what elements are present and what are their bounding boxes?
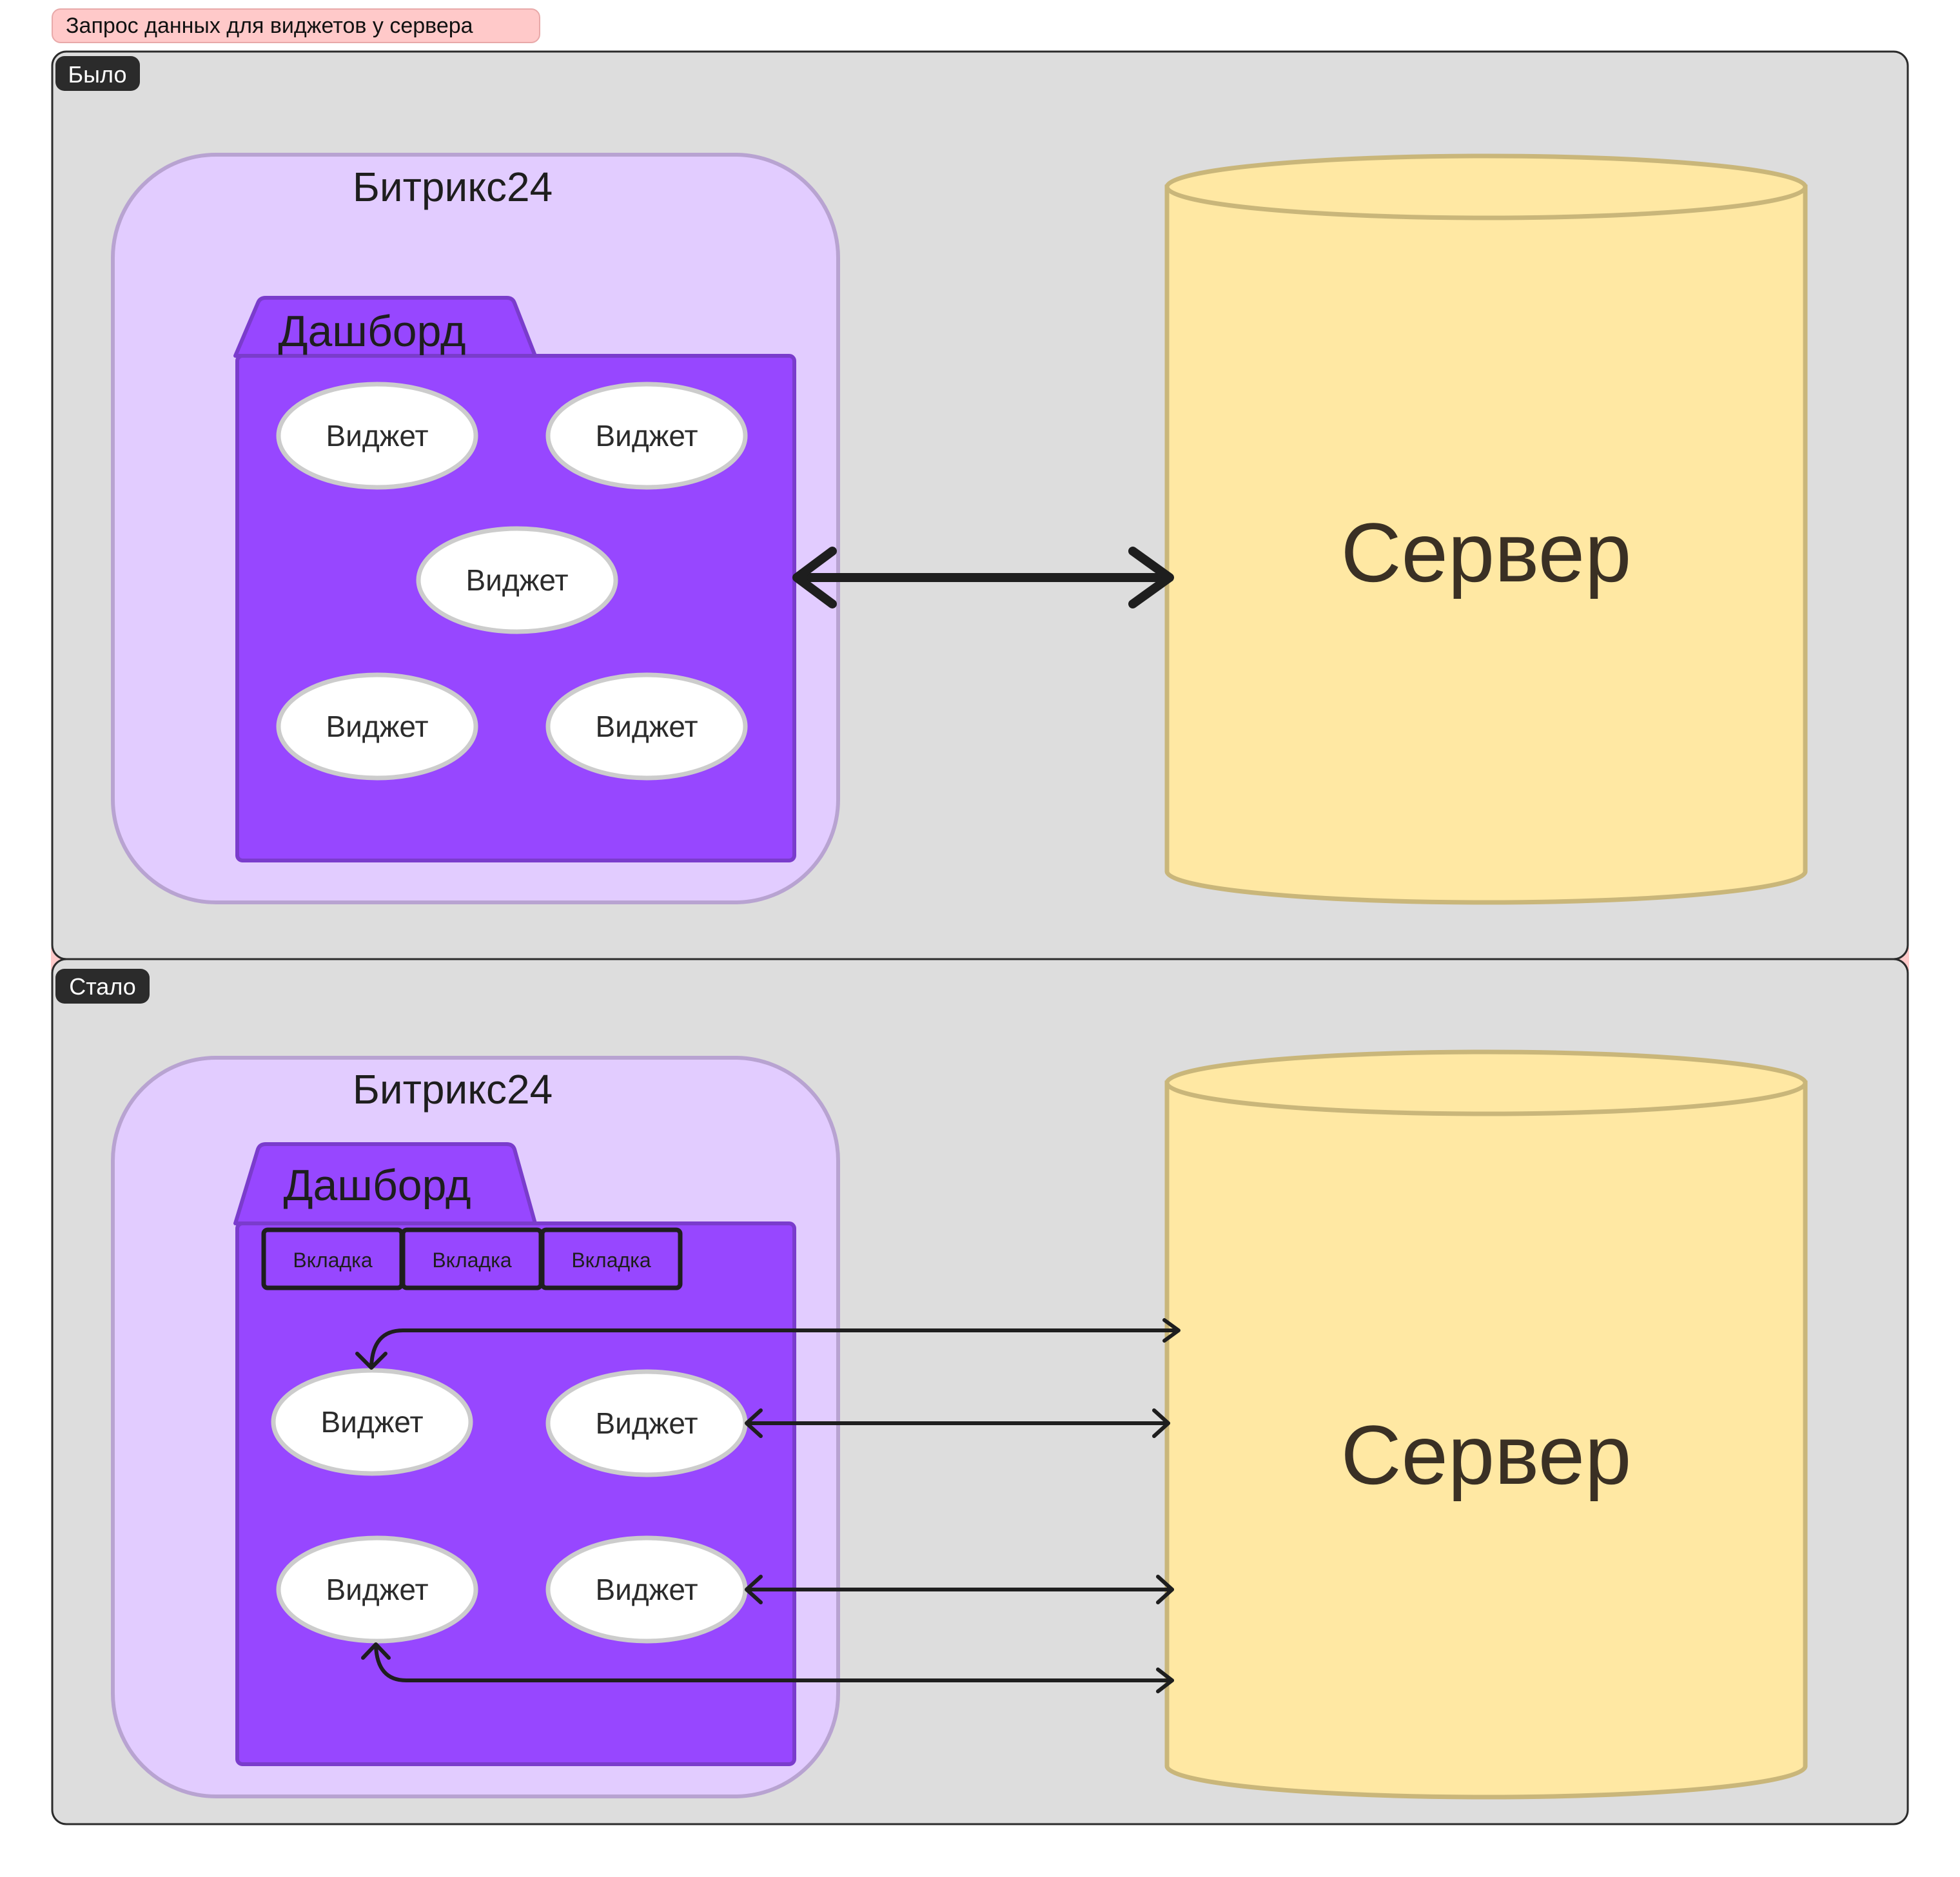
widget-label: Виджет [466, 563, 568, 597]
widget-label: Виджет [595, 710, 698, 743]
tab[interactable]: Вкладка [261, 1227, 404, 1290]
widget-label: Виджет [595, 1573, 698, 1606]
widget[interactable]: Виджет [276, 382, 478, 490]
section-label-bg [55, 969, 150, 1004]
bidirectional-arrow [792, 547, 1174, 608]
section-after: Битрикс24 Дашборд Вкладка Вкладка Вкладк… [51, 958, 1909, 1825]
widget[interactable]: Виджет [545, 382, 748, 490]
widget-label: Виджет [326, 419, 428, 452]
bitrix-label: Битрикс24 [353, 1066, 553, 1113]
widget-label: Виджет [326, 1573, 428, 1606]
section-label-after: Стало [69, 973, 136, 1000]
widget[interactable]: Виджет [276, 1535, 478, 1644]
server-label: Сервер [1341, 1408, 1632, 1502]
widget[interactable]: Виджет [276, 672, 478, 781]
section-label-before: Было [68, 61, 127, 88]
dashboard-label: Дашборд [278, 307, 466, 356]
tab[interactable]: Вкладка [400, 1227, 544, 1290]
dashboard-tab [233, 296, 537, 358]
widget-label: Виджет [320, 1405, 423, 1439]
bitrix-label: Битрикс24 [353, 164, 553, 210]
bidirectional-arrow [355, 1318, 1181, 1370]
server-cylinder[interactable]: Сервер [1164, 153, 1808, 905]
dashboard-label: Дашборд [283, 1161, 471, 1210]
server-cylinder[interactable]: Сервер [1164, 1049, 1808, 1800]
section-before: Битрикс24 Дашборд Виджет Виджет Виджет В… [51, 50, 1909, 960]
tab-label: Вкладка [293, 1249, 373, 1272]
widget[interactable]: Виджет [545, 1369, 748, 1477]
bidirectional-arrow [745, 1408, 1170, 1438]
tab[interactable]: Вкладка [540, 1227, 683, 1290]
widget-label: Виджет [595, 1406, 698, 1440]
widget[interactable]: Виджет [271, 1368, 473, 1476]
diagram-title: Запрос данных для виджетов у сервера [52, 8, 540, 43]
widget-label: Виджет [595, 419, 698, 452]
bidirectional-arrow [745, 1575, 1174, 1604]
widget[interactable]: Виджет [545, 672, 748, 781]
dashboard-body [235, 1221, 796, 1766]
tab-bar: Вкладка Вкладка Вкладка [261, 1227, 683, 1290]
section-label-bg [55, 56, 140, 91]
widget-label: Виджет [326, 710, 428, 743]
widget[interactable]: Виджет [416, 526, 618, 634]
tab-label: Вкладка [571, 1249, 651, 1272]
tab-label: Вкладка [432, 1249, 512, 1272]
widget[interactable]: Виджет [545, 1535, 748, 1644]
dashboard-tab [233, 1142, 537, 1225]
server-label: Сервер [1341, 505, 1632, 599]
bidirectional-arrow [361, 1642, 1174, 1693]
